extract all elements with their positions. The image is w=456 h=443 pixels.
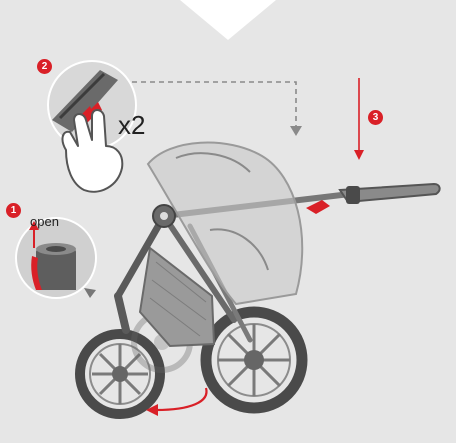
press-twice-label: x2: [118, 110, 145, 141]
front-wheel: [80, 334, 160, 414]
rear-wheel: [206, 312, 302, 408]
step-2-badge: 2: [37, 59, 52, 74]
storage-basket: [140, 248, 214, 346]
step-3-badge: 3: [368, 110, 383, 125]
pointer-arrow-icon: [84, 288, 96, 298]
lock-open-detail: [16, 218, 96, 298]
step-1-badge: 1: [6, 203, 21, 218]
down-arrow-icon: [354, 78, 364, 160]
top-notch: [180, 0, 276, 40]
open-label: open: [30, 214, 59, 229]
dashed-arrow-icon: [132, 82, 302, 136]
